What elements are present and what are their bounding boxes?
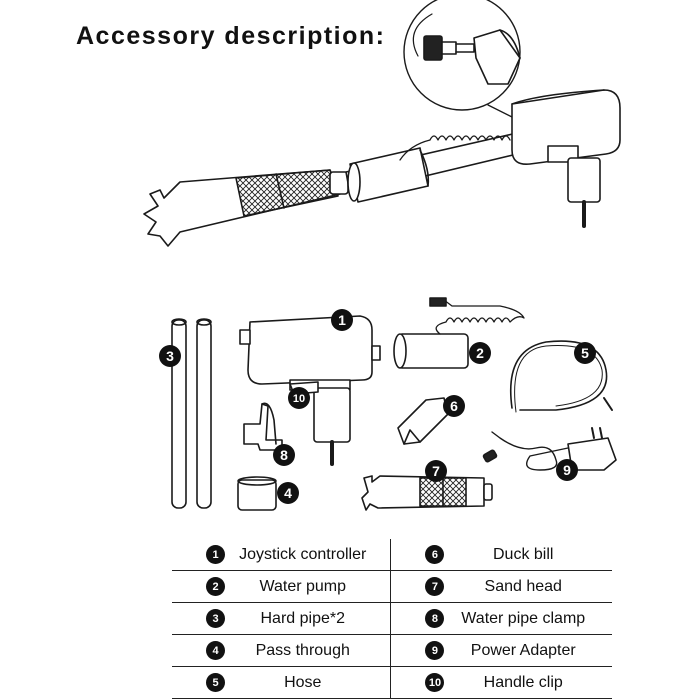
- svg-text:5: 5: [581, 345, 589, 361]
- legend-row: 3 Hard pipe*2 8 Water pipe clamp: [172, 602, 612, 635]
- number-badge: 9: [425, 641, 445, 660]
- callout-8: 8: [273, 444, 295, 466]
- zoom-detail: [403, 0, 521, 121]
- callout-10: 10: [288, 387, 310, 409]
- svg-text:4: 4: [284, 485, 292, 501]
- svg-text:9: 9: [563, 462, 571, 478]
- part-hose: [510, 340, 613, 413]
- number-badge: 2: [206, 577, 225, 596]
- number-badge: 10: [425, 673, 445, 692]
- legend-cell: 6 Duck bill: [390, 539, 612, 571]
- legend-cell: 7 Sand head: [390, 570, 612, 603]
- legend-label: Duck bill: [493, 545, 554, 563]
- part-pass-through: [237, 476, 277, 511]
- page-title: Accessory description:: [76, 22, 386, 50]
- legend-row: 4 Pass through 9 Power Adapter: [172, 634, 612, 667]
- callout-1: 1: [331, 309, 353, 331]
- legend-cell: 8 Water pipe clamp: [390, 602, 612, 635]
- accessory-diagram: 1 2 3 4 5 6 7 8: [143, 0, 621, 511]
- legend-cell: 5 Hose: [172, 666, 392, 699]
- number-badge: 5: [206, 673, 225, 692]
- number-badge: 1: [206, 545, 225, 564]
- number-badge: 4: [206, 641, 225, 660]
- number-badge: 8: [425, 609, 445, 628]
- accessory-legend-table: 1 Joystick controller 6 Duck bill 2 Wate…: [172, 539, 612, 699]
- svg-text:3: 3: [166, 348, 174, 364]
- callout-9: 9: [556, 459, 578, 481]
- callout-6: 6: [443, 395, 465, 417]
- number-badge: 3: [206, 609, 225, 628]
- legend-label: Handle clip: [483, 673, 563, 691]
- part-duck-bill: [397, 397, 449, 445]
- legend-cell: 3 Hard pipe*2: [172, 602, 392, 635]
- legend-cell: 1 Joystick controller: [172, 539, 392, 571]
- legend-label: Hose: [284, 673, 322, 691]
- legend-label: Joystick controller: [239, 545, 367, 563]
- part-water-pipe-clamp: [243, 402, 283, 451]
- legend-cell: 9 Power Adapter: [390, 634, 612, 667]
- callout-badges: 1 2 3 4 5 6 7 8: [159, 309, 596, 504]
- assembled-product: [143, 0, 621, 247]
- callout-2: 2: [469, 342, 491, 364]
- callout-4: 4: [277, 482, 299, 504]
- assembled-pipe: [345, 129, 535, 203]
- part-hard-pipes: [171, 318, 212, 509]
- part-power-adapter: [482, 427, 617, 471]
- legend-label: Power Adapter: [470, 641, 576, 659]
- legend-cell: 10 Handle clip: [390, 666, 612, 699]
- number-badge: 6: [425, 545, 445, 564]
- number-badge: 7: [425, 577, 445, 596]
- legend-row: 2 Water pump 7 Sand head: [172, 570, 612, 603]
- part-water-pump: [393, 297, 525, 369]
- svg-text:8: 8: [280, 447, 288, 463]
- callout-7: 7: [425, 460, 447, 482]
- legend-cell: 2 Water pump: [172, 570, 392, 603]
- part-joystick-controller: [239, 315, 381, 466]
- svg-text:10: 10: [293, 393, 305, 405]
- legend-label: Water pump: [259, 577, 347, 595]
- callout-5: 5: [574, 342, 596, 364]
- assembled-sand-head: [143, 169, 349, 247]
- legend-label: Sand head: [484, 577, 562, 595]
- svg-text:6: 6: [450, 398, 458, 414]
- svg-text:1: 1: [338, 312, 346, 328]
- svg-text:2: 2: [476, 345, 484, 361]
- legend-row: 5 Hose 10 Handle clip: [172, 666, 612, 699]
- assembled-spring-cable: [429, 135, 511, 141]
- legend-label: Water pipe clamp: [461, 609, 586, 627]
- part-sand-head: [361, 475, 493, 511]
- legend-cell: 4 Pass through: [172, 634, 392, 667]
- svg-text:7: 7: [432, 463, 440, 479]
- assembled-controller: [511, 89, 621, 228]
- legend-row: 1 Joystick controller 6 Duck bill: [172, 539, 612, 571]
- callout-3: 3: [159, 345, 181, 367]
- legend-label: Pass through: [255, 641, 350, 659]
- legend-label: Hard pipe*2: [260, 609, 345, 627]
